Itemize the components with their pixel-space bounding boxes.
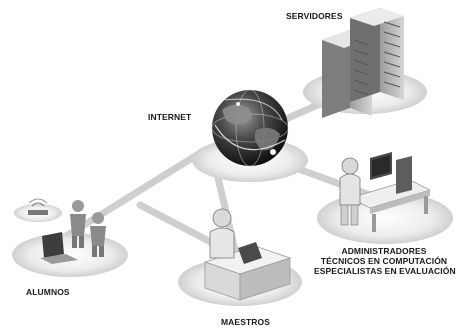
label-tecnicos: TÉCNICOS EN COMPUTACIÓN [320,256,448,266]
globe-icon [211,89,289,167]
admin-desk-icon [339,152,432,232]
router-icon [28,198,48,215]
server-rack-icon [322,8,404,118]
label-admin-group: ADMINISTRADORES TÉCNICOS EN COMPUTACIÓN … [314,246,456,276]
label-alumnos: ALUMNOS [26,287,70,297]
disc-students [12,233,128,277]
label-servidores: SERVIDORES [286,11,343,21]
students-icon [40,200,106,264]
teacher-desk-icon [203,208,292,301]
label-administradores: ADMINISTRADORES [341,246,427,256]
label-maestros: MAESTROS [221,317,270,327]
label-especialistas: ESPECIALISTAS EN EVALUACIÓN [314,266,456,276]
label-internet: INTERNET [148,112,192,122]
